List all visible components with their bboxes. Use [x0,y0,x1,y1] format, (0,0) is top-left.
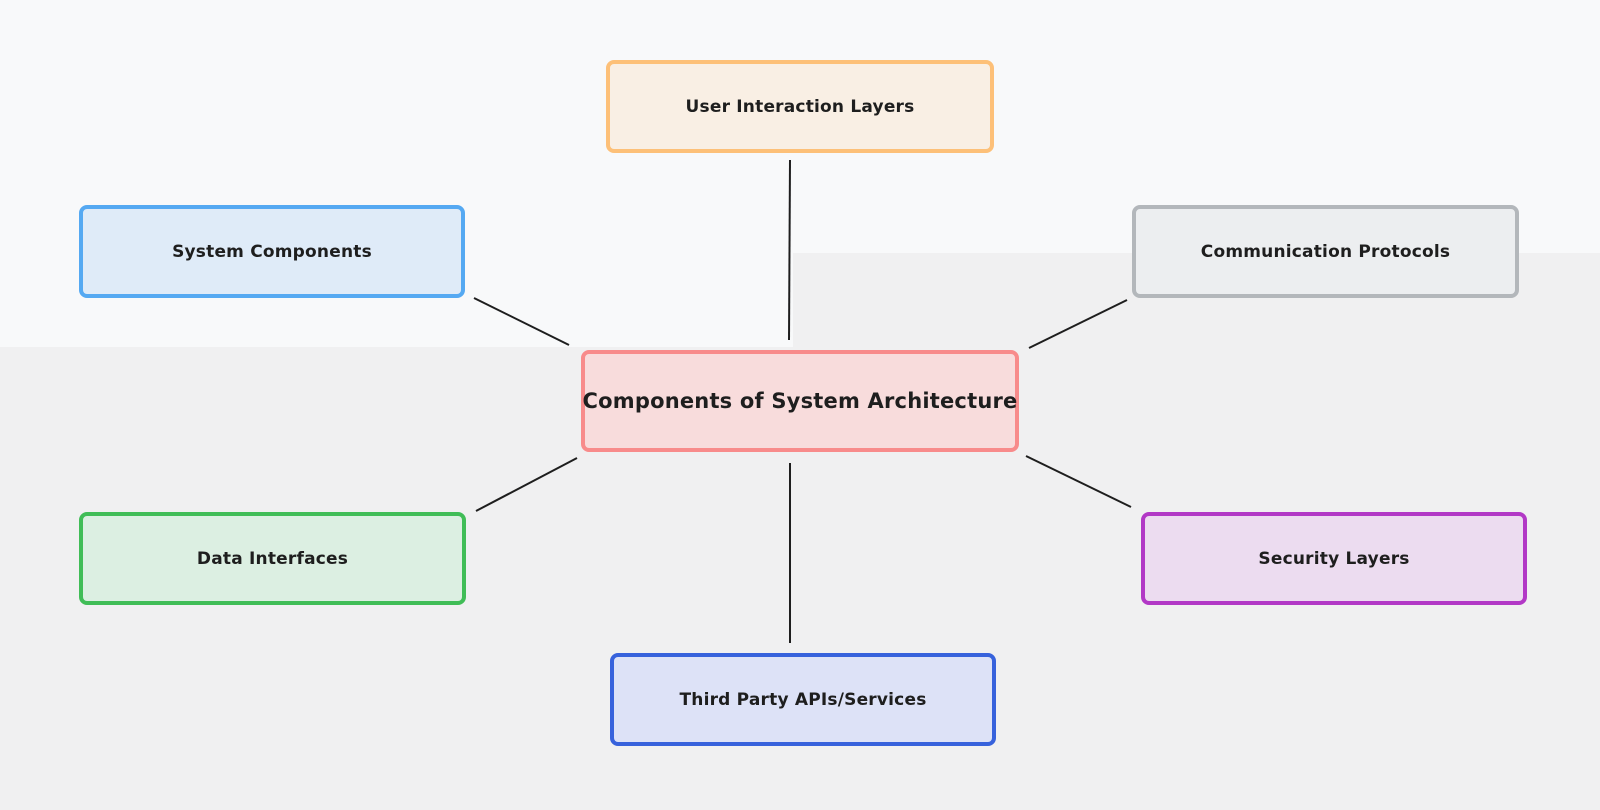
node-data-interfaces[interactable]: Data Interfaces [79,512,466,605]
node-label: Security Layers [1258,548,1410,569]
node-central-topic[interactable]: Components of System Architecture [581,350,1019,452]
node-label: User Interaction Layers [685,96,915,117]
edge-center-user [788,159,791,341]
edge-center-data [475,457,578,512]
edge-center-comm [1028,299,1128,349]
node-label: System Components [172,241,372,262]
node-user-interaction-layers[interactable]: User Interaction Layers [606,60,994,153]
edge-center-system [473,297,570,346]
node-label: Third Party APIs/Services [679,689,927,710]
node-system-components[interactable]: System Components [79,205,465,298]
node-label: Data Interfaces [196,548,349,569]
node-label: Communication Protocols [1200,241,1451,262]
node-third-party-apis-services[interactable]: Third Party APIs/Services [610,653,996,746]
node-communication-protocols[interactable]: Communication Protocols [1132,205,1519,298]
central-topic-label: Components of System Architecture [582,389,1018,413]
edge-center-security [1025,455,1132,508]
node-security-layers[interactable]: Security Layers [1141,512,1527,605]
